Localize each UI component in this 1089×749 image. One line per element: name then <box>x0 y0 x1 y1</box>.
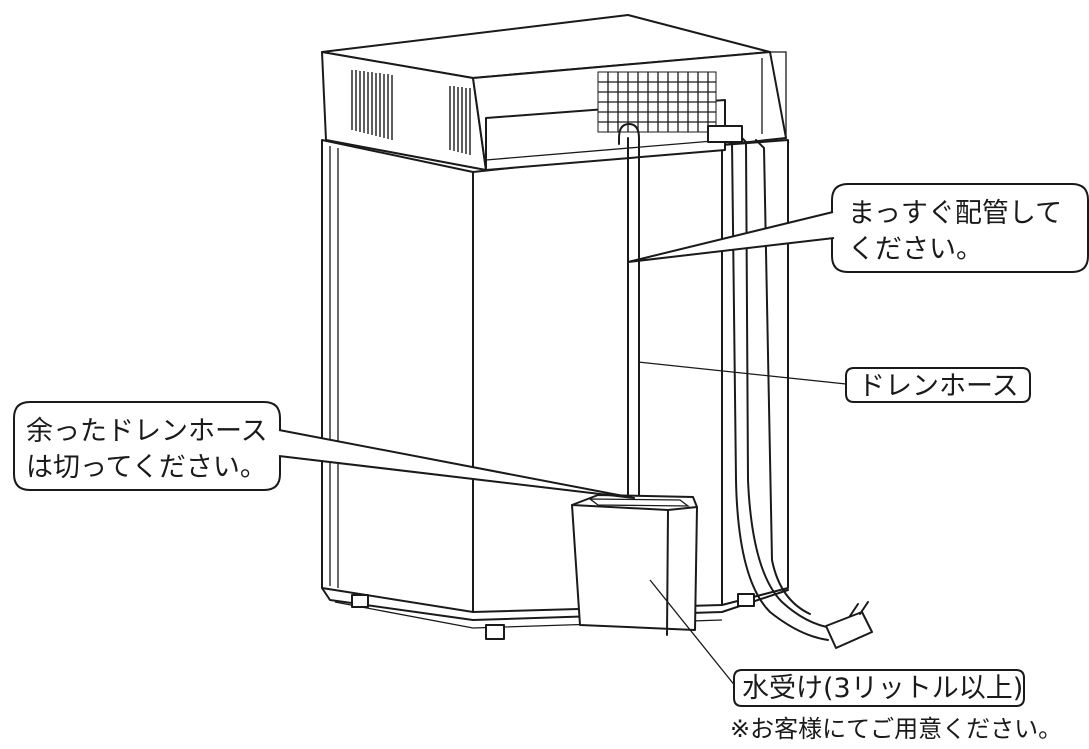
drain-hose-label: ドレンホース <box>858 371 1019 402</box>
callout-straight-piping-line1: まっすぐ配管して <box>848 198 1062 229</box>
drain-hose <box>618 123 640 499</box>
power-cord <box>707 125 833 641</box>
vent-grille-middle <box>449 86 471 155</box>
callout-straight-piping: まっすぐ配管して ください。 <box>627 183 1089 273</box>
water-container-label: 水受け(3リットル以上) <box>742 673 1023 704</box>
vent-grille-left <box>351 70 393 140</box>
plug-icon <box>825 601 873 649</box>
customer-prepare-note: ※お客様にてご用意ください。 <box>730 715 1062 743</box>
dehumidifier-unit <box>321 14 789 640</box>
water-container <box>571 494 698 636</box>
mesh-grille <box>597 71 717 133</box>
callout-excess-hose: 余ったドレンホース は切ってください。 <box>13 401 635 499</box>
callout-drain-hose: ドレンホース <box>637 361 1031 403</box>
callout-excess-hose-line1: 余ったドレンホース <box>26 416 268 447</box>
callout-excess-hose-line2: は切ってください。 <box>26 452 267 483</box>
callout-straight-piping-line2: ください。 <box>848 234 983 265</box>
callout-water-container: 水受け(3リットル以上) ※お客様にてご用意ください。 <box>649 579 1062 743</box>
